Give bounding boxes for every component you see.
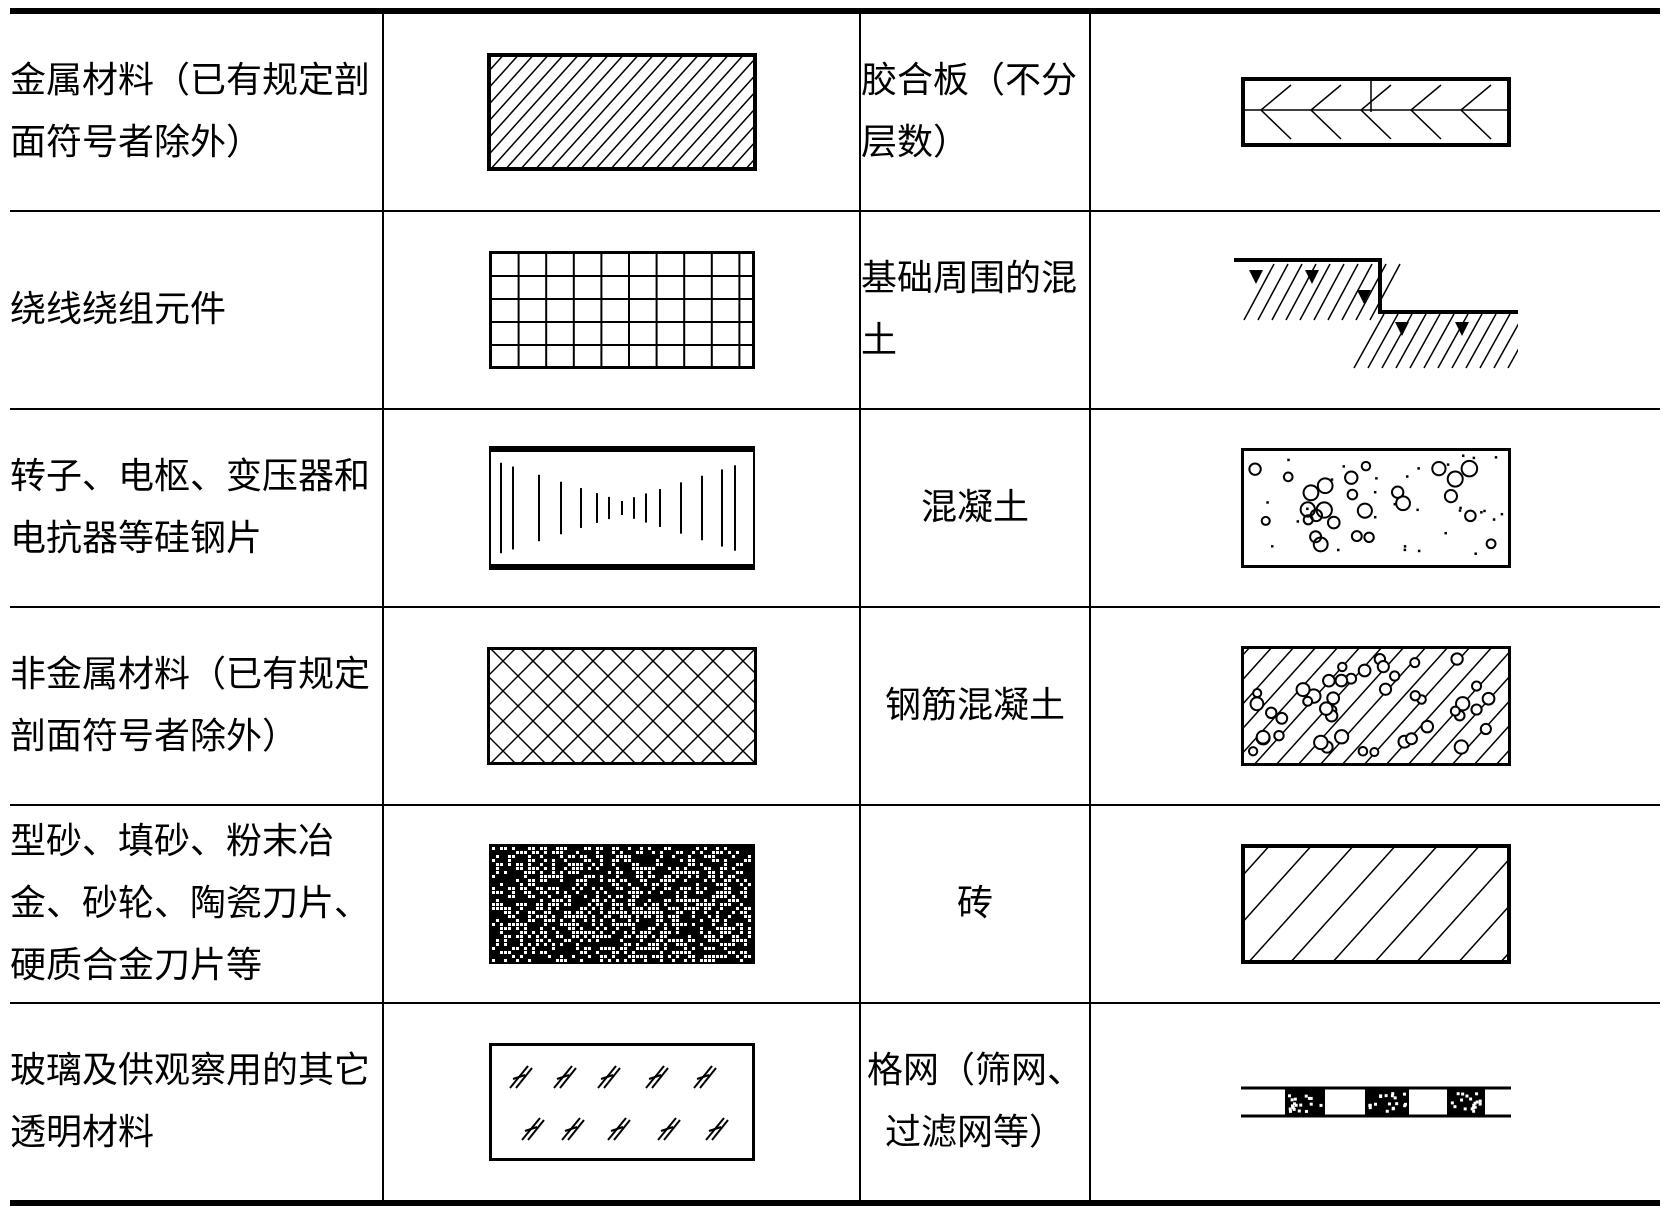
symbol-cell — [383, 409, 861, 608]
diagonal-hatch-swatch — [486, 53, 757, 171]
symbol-cell — [383, 805, 861, 1004]
symbol-cell — [1090, 1003, 1660, 1206]
symbol-cell — [1090, 805, 1660, 1004]
symbol-cell — [1090, 211, 1660, 410]
material-name-cell: 格网（筛网、过滤网等） — [860, 1003, 1091, 1206]
table-row: 非金属材料（已有规定剖面符号者除外） 钢筋混凝土 — [10, 607, 1660, 806]
material-name: 钢筋混凝土 — [884, 685, 1065, 726]
material-name: 砖 — [956, 883, 993, 924]
table-row: 绕线绕组元件 基础周围的混土 — [10, 211, 1660, 410]
reinforced-concrete-swatch — [1240, 646, 1511, 766]
symbol-cell — [383, 8, 861, 212]
symbol-cell — [383, 607, 861, 806]
material-name-cell: 型砂、填砂、粉末冶金、砂轮、陶瓷刀片、硬质合金刀片等 — [10, 805, 384, 1004]
lamination-swatch — [488, 446, 755, 570]
material-name-cell: 钢筋混凝土 — [860, 607, 1091, 806]
material-name-cell: 基础周围的混土 — [860, 211, 1091, 410]
material-name: 格网（筛网、过滤网等） — [866, 1050, 1083, 1153]
symbol-cell — [1090, 409, 1660, 608]
symbol-cell — [383, 211, 861, 410]
material-name: 胶合板（不分层数） — [861, 60, 1078, 163]
table-row: 金属材料（已有规定剖面符号者除外） 胶合板（不分层数） — [10, 8, 1660, 212]
brick-hatch-swatch — [1240, 844, 1511, 964]
stepped-soil-swatch — [1233, 258, 1518, 369]
material-name: 基础周围的混土 — [861, 258, 1078, 361]
mesh-swatch — [1240, 1086, 1511, 1118]
material-name-cell: 砖 — [860, 805, 1091, 1004]
material-name-cell: 转子、电枢、变压器和电抗器等硅钢片 — [10, 409, 384, 608]
plywood-swatch — [1240, 77, 1511, 147]
symbol-cell — [383, 1003, 861, 1206]
material-name-cell: 胶合板（不分层数） — [860, 8, 1091, 212]
symbol-cell — [1090, 607, 1660, 806]
material-name: 混凝土 — [920, 487, 1029, 528]
material-name: 金属材料（已有规定剖面符号者除外） — [10, 60, 371, 163]
material-name: 玻璃及供观察用的其它透明材料 — [10, 1050, 371, 1153]
table-row: 型砂、填砂、粉末冶金、砂轮、陶瓷刀片、硬质合金刀片等 砖 — [10, 805, 1660, 1004]
glass-swatch — [488, 1043, 755, 1161]
material-name: 非金属材料（已有规定剖面符号者除外） — [10, 654, 371, 757]
material-name-cell: 玻璃及供观察用的其它透明材料 — [10, 1003, 384, 1206]
square-grid-swatch — [488, 251, 755, 369]
material-name-cell: 混凝土 — [860, 409, 1091, 608]
material-name-cell: 非金属材料（已有规定剖面符号者除外） — [10, 607, 384, 806]
table-row: 玻璃及供观察用的其它透明材料 格网（筛网、过滤网等） — [10, 1003, 1660, 1206]
diamond-crosshatch-swatch — [486, 647, 757, 765]
table-row: 转子、电枢、变压器和电抗器等硅钢片 混凝土 — [10, 409, 1660, 608]
speckle-swatch — [488, 844, 755, 964]
material-name-cell: 绕线绕组元件 — [10, 211, 384, 410]
material-name: 绕线绕组元件 — [10, 289, 227, 330]
concrete-swatch — [1240, 448, 1511, 568]
material-name-cell: 金属材料（已有规定剖面符号者除外） — [10, 8, 384, 212]
material-name: 转子、电枢、变压器和电抗器等硅钢片 — [10, 456, 371, 559]
section-symbols-table: 金属材料（已有规定剖面符号者除外） 胶合板（不分层数） 绕线绕组元件 基础周围的… — [10, 8, 1660, 1206]
symbol-cell — [1090, 8, 1660, 212]
material-name: 型砂、填砂、粉末冶金、砂轮、陶瓷刀片、硬质合金刀片等 — [10, 821, 371, 986]
